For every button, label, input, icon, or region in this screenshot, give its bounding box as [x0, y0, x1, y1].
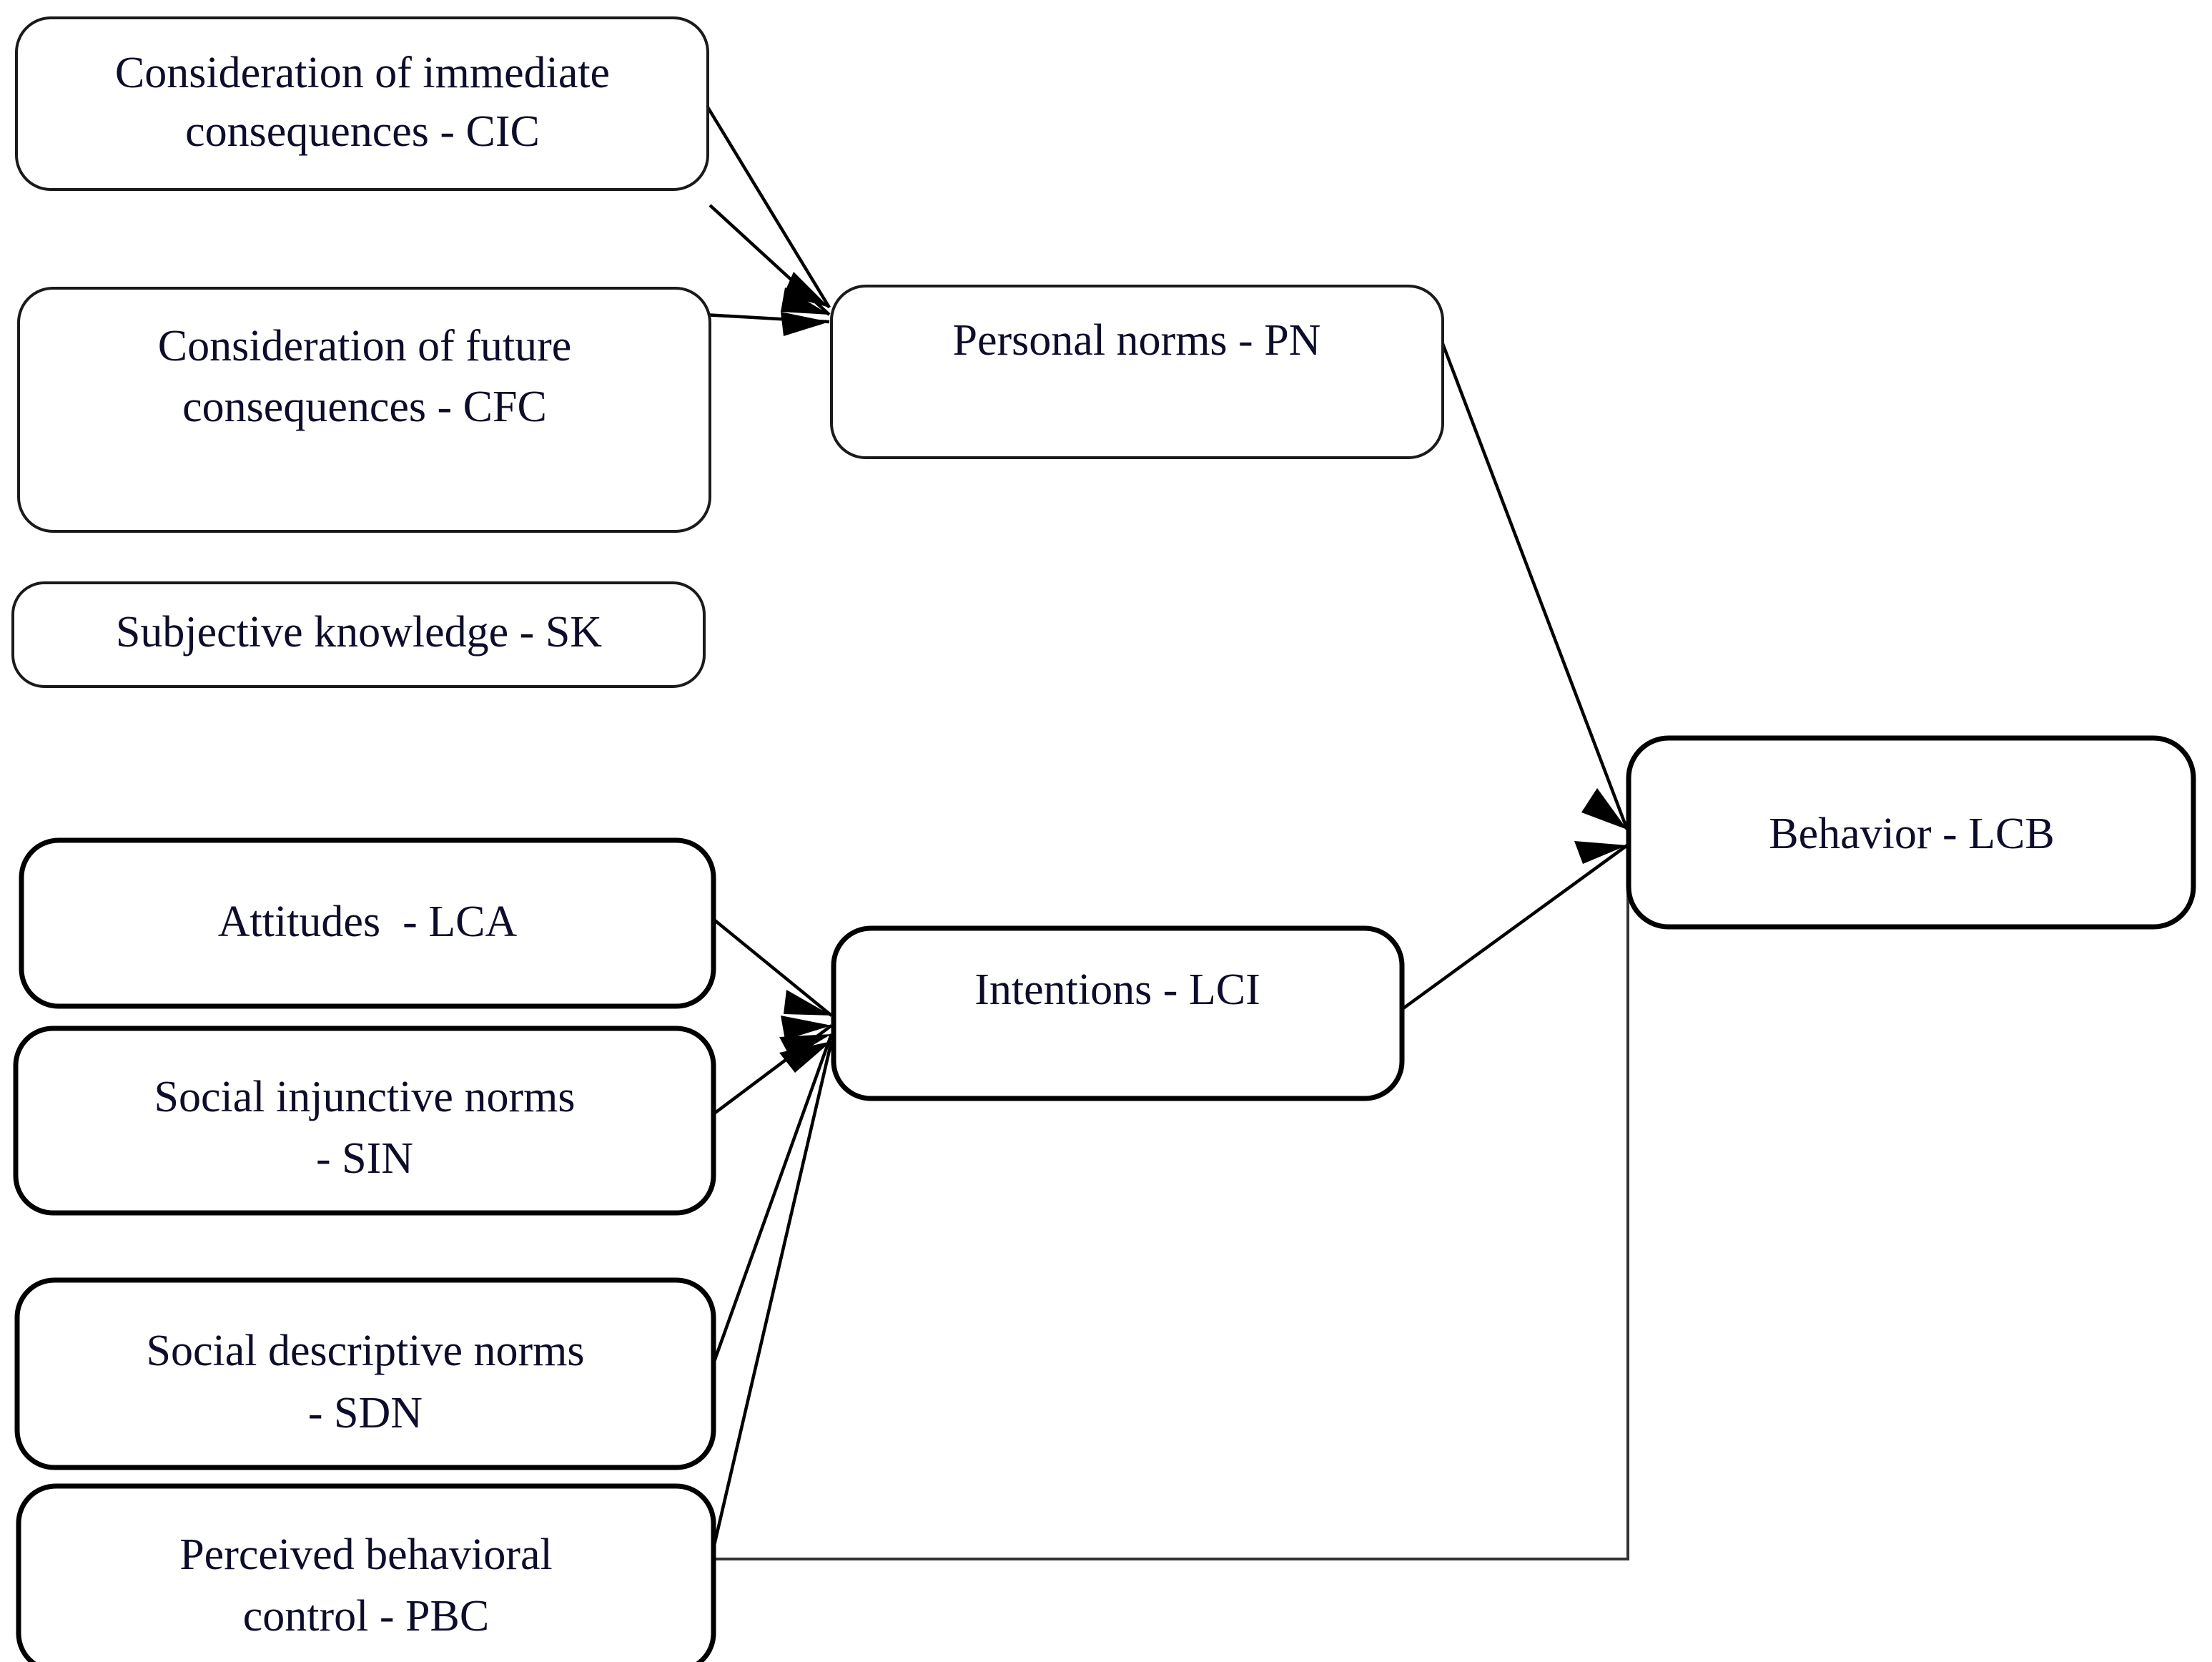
node-pn-box[interactable]	[830, 285, 1444, 459]
node-cfc[interactable]: Consideration of future consequences - C…	[17, 287, 711, 533]
node-lcb-box[interactable]	[1626, 735, 2196, 930]
node-cfc-label-line-2: consequences - CFC	[182, 383, 547, 431]
node-pbc-label-line-1: Perceived behavioral	[179, 1530, 553, 1579]
node-cfc-box[interactable]	[17, 287, 711, 533]
node-pn-label: Personal norms - PN	[953, 316, 1321, 365]
node-sk[interactable]: Subjective knowledge - SK	[11, 581, 706, 688]
node-cic-label-line-1: Consideration of immediate	[115, 49, 610, 97]
node-lcb[interactable]: Behavior - LCB	[1626, 735, 2196, 930]
node-sin[interactable]: Social injunctive norms - SIN	[13, 1026, 716, 1216]
node-sin-label-line-2: - SIN	[316, 1134, 413, 1183]
node-pbc-label-line-2: control - PBC	[243, 1592, 489, 1641]
edge-pbc-to-lci	[709, 1041, 834, 1558]
node-sk-label: Subjective knowledge - SK	[116, 608, 602, 657]
node-sdn-label-line-1: Social descriptive norms	[147, 1327, 585, 1375]
node-pbc[interactable]: Perceived behavioral control - PBC	[16, 1483, 716, 1662]
node-lca-label: Attitudes - LCA	[218, 898, 518, 946]
edge-sdn-to-lci	[709, 1033, 834, 1370]
node-cfc-label-line-1: Consideration of future	[158, 322, 572, 370]
edge-lci-to-lcb	[1400, 841, 1629, 1011]
node-lci-label: Intentions - LCI	[974, 965, 1260, 1014]
edge-pbc-to-lcb	[711, 844, 1629, 1560]
node-sin-box[interactable]	[13, 1026, 716, 1216]
node-pn[interactable]: Personal norms - PN	[830, 285, 1444, 459]
node-lci[interactable]: Intentions - LCI	[831, 925, 1405, 1101]
node-lca[interactable]: Attitudes - LCA	[19, 837, 716, 1009]
edge-sk-to-pn	[703, 312, 830, 336]
edge-lca-to-lci	[710, 916, 833, 1017]
edge-sin-to-lci	[710, 1016, 833, 1117]
node-lci-box[interactable]	[831, 925, 1405, 1101]
edge-pn-to-lcb	[1440, 341, 1629, 830]
node-sdn[interactable]: Social descriptive norms - SDN	[14, 1277, 716, 1470]
edge-cfc-to-pn	[708, 204, 831, 316]
edge-cic-to-pn	[706, 106, 831, 309]
node-lcb-label: Behavior - LCB	[1769, 810, 2055, 858]
node-lca-box[interactable]	[19, 837, 716, 1009]
node-sk-box[interactable]	[11, 581, 706, 688]
node-sin-label-line-1: Social injunctive norms	[154, 1073, 576, 1121]
node-cic[interactable]: Consideration of immediate consequences …	[15, 16, 709, 191]
node-cic-label-line-2: consequences - CIC	[185, 107, 540, 156]
node-sdn-label-line-2: - SDN	[308, 1389, 423, 1437]
node-sdn-box[interactable]	[14, 1277, 716, 1470]
node-cic-box[interactable]	[15, 16, 709, 191]
node-pbc-box[interactable]	[16, 1483, 716, 1662]
